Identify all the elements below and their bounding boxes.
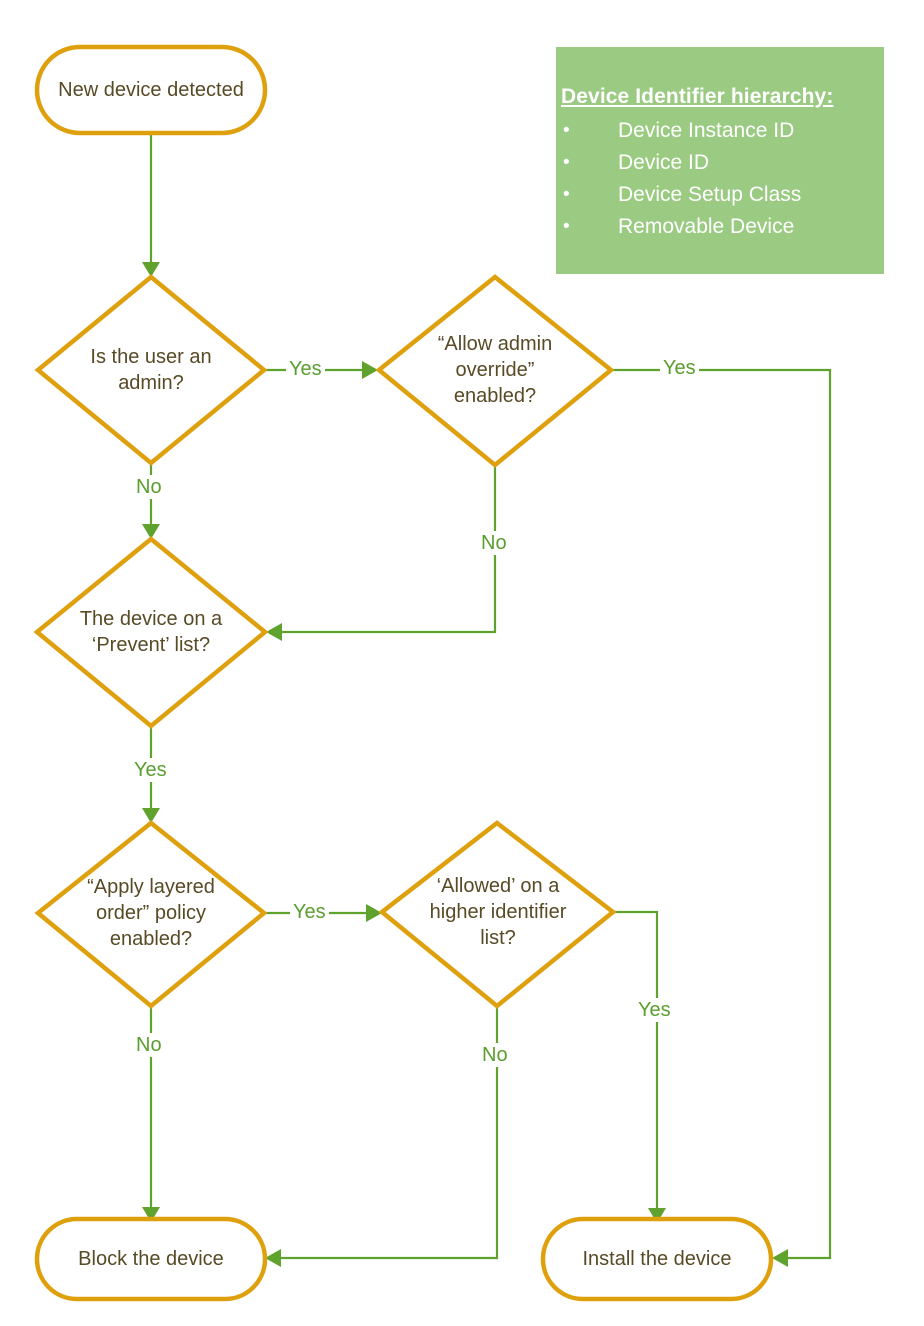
legend-panel: Device Identifier hierarchy: • Device In… <box>556 47 884 274</box>
edge-label-admin-no: No <box>133 475 165 499</box>
node-start[interactable] <box>34 44 268 136</box>
node-allowed-higher-identifier[interactable] <box>378 820 617 1009</box>
edge-allowed-yes-to-install <box>613 910 666 1223</box>
bullet-icon: • <box>563 120 570 141</box>
edge-override-yes-to-install <box>611 368 832 1267</box>
node-install-device[interactable] <box>540 1216 774 1302</box>
node-is-admin[interactable] <box>34 274 268 466</box>
edge-override-no-to-prevent <box>266 465 497 641</box>
edge-label-override-yes: Yes <box>660 356 699 380</box>
edge-label-allowed-no: No <box>479 1043 511 1067</box>
legend-item-label: Device Instance ID <box>618 119 795 142</box>
legend-list-item: • Device Instance ID <box>556 115 884 147</box>
node-allow-admin-override[interactable] <box>375 274 615 468</box>
legend-item-label: Device Setup Class <box>618 183 802 206</box>
edge-label-override-no: No <box>478 531 510 555</box>
legend-item-label: Removable Device <box>618 215 795 238</box>
edge-label-allowed-yes: Yes <box>635 998 674 1022</box>
edge-label-layered-yes: Yes <box>290 900 329 924</box>
legend-list-item: • Device Setup Class <box>556 179 884 211</box>
bullet-icon: • <box>563 216 570 237</box>
bullet-icon: • <box>563 184 570 205</box>
legend-list-item: • Device ID <box>556 147 884 179</box>
legend-title: Device Identifier hierarchy: <box>561 85 834 108</box>
node-apply-layered-order[interactable] <box>34 820 268 1009</box>
edge-label-layered-no: No <box>133 1033 165 1057</box>
node-block-device[interactable] <box>34 1216 268 1302</box>
legend-item-label: Device ID <box>618 151 710 174</box>
bullet-icon: • <box>563 152 570 173</box>
edge-start-to-is-admin <box>142 133 160 277</box>
edge-allowed-no-to-block <box>265 1006 499 1267</box>
edge-label-admin-yes: Yes <box>286 357 325 381</box>
node-prevent-list[interactable] <box>33 536 269 729</box>
edge-label-prevent-yes: Yes <box>131 758 170 782</box>
legend-list-item: • Removable Device <box>556 211 884 243</box>
legend-list: • Device Instance ID • Device ID • Devic… <box>556 115 884 243</box>
